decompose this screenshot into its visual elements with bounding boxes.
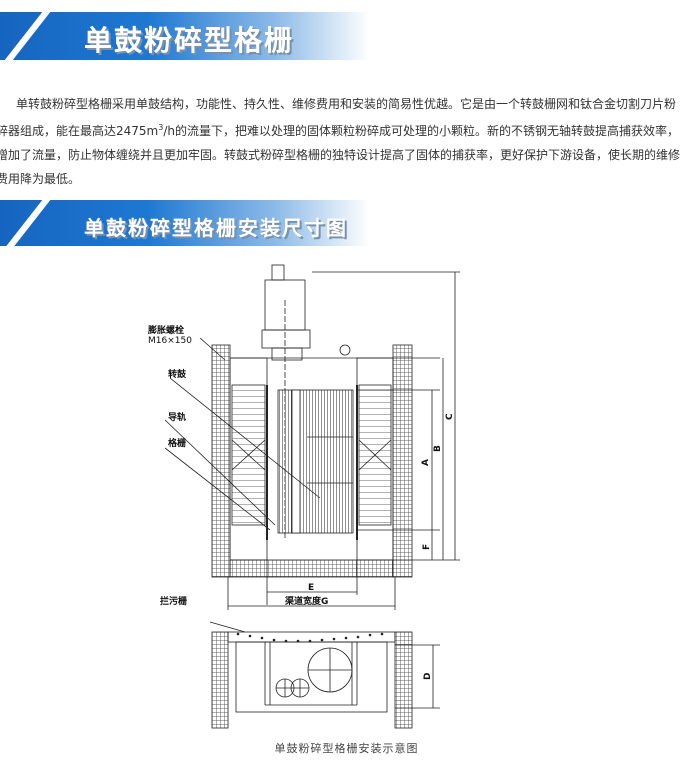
drum [277, 389, 354, 534]
trash-rack-dots [236, 632, 384, 643]
section-title: 单鼓粉碎型格栅 [84, 24, 295, 57]
dim-a: A [421, 459, 431, 466]
gearbox [261, 329, 311, 349]
dim-b: B [433, 445, 443, 452]
dim-e: E [308, 583, 314, 593]
section-banner-dimensions: 单鼓粉碎型格栅安装尺寸图 [0, 200, 370, 246]
plan-view [209, 621, 413, 729]
concrete-floor [229, 559, 394, 578]
label-rail: 导轨 [168, 411, 186, 423]
section-title: 单鼓粉碎型格栅安装尺寸图 [84, 216, 348, 240]
label-bolt: 膨胀螺栓 [147, 324, 184, 336]
section-banner-product: 单鼓粉碎型格栅 [0, 12, 370, 60]
concrete-wall-left [211, 344, 231, 578]
label-grille: 格栅 [168, 437, 186, 449]
label-drum: 转鼓 [168, 368, 187, 380]
motor-top [271, 264, 285, 281]
label-trash-rack: 拦污栅 [160, 595, 187, 607]
lifting-eye-icon [339, 344, 351, 356]
label-bolt-size: M16×150 [148, 336, 192, 346]
dim-c: C [445, 413, 455, 420]
dim-d: D [423, 673, 433, 680]
drawing-caption: 单鼓粉碎型格栅安装示意图 [274, 742, 419, 755]
concrete-wall-right [392, 344, 413, 578]
product-description: 单转鼓粉碎型格栅采用单鼓结构，功能性、持久性、维修费用和安装的简易性优越。它是由… [0, 97, 681, 186]
label-channel-width: 渠道宽度G [284, 595, 328, 607]
dim-f: F [422, 544, 432, 550]
